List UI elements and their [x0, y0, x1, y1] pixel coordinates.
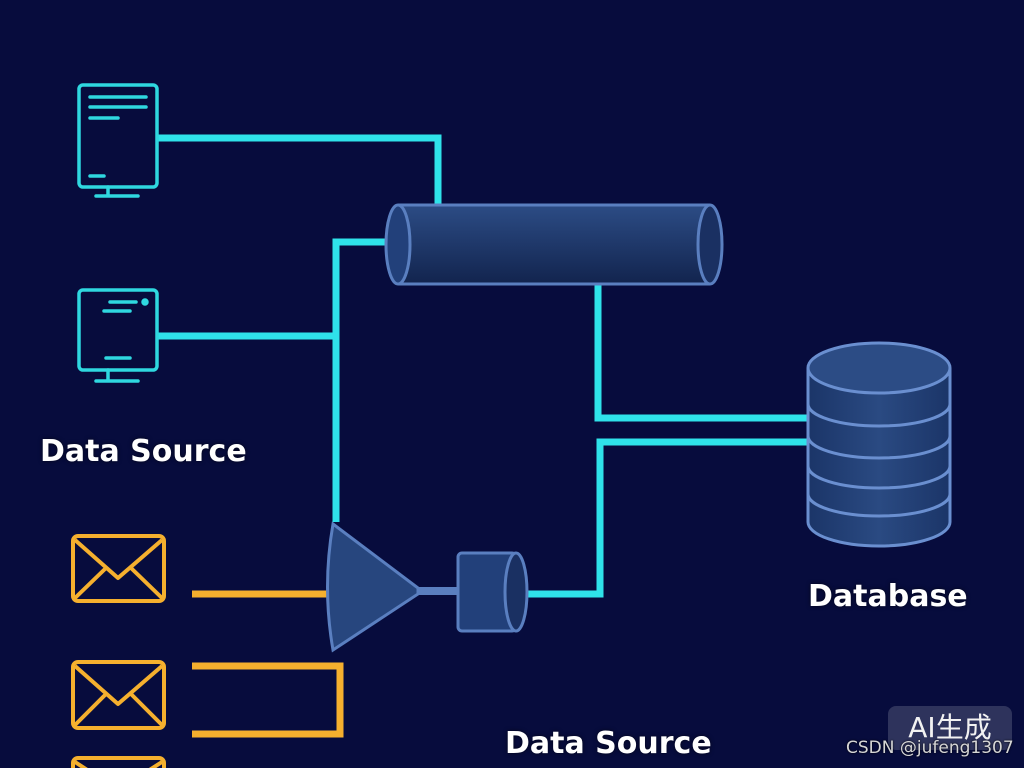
connector-pipe-funnel [332, 238, 388, 522]
connector-pipe-database [594, 284, 808, 422]
database-icon [806, 341, 952, 548]
funnel-icon [326, 521, 458, 653]
small-cylinder-icon [456, 551, 529, 633]
connector-computer1-pipe [158, 134, 442, 206]
data-source-label-bottom: Data Source [505, 726, 712, 761]
cylinder-pipe-icon [384, 203, 724, 286]
connector-envelope2-loop [192, 662, 344, 738]
orange-connectors [192, 590, 344, 738]
computer-icon [77, 288, 159, 383]
data-source-label-left: Data Source [40, 434, 247, 469]
cyan-connectors [158, 134, 808, 598]
envelope-icon [71, 534, 166, 603]
envelope-icon [71, 660, 166, 730]
watermark-credit: CSDN @jufeng1307 [846, 738, 1014, 758]
database-label: Database [808, 579, 968, 614]
ai-generated-badge: AI生成 [888, 706, 1012, 750]
computer-icon [77, 83, 159, 198]
envelope-icon [71, 756, 166, 768]
connector-processor-database [528, 438, 808, 598]
